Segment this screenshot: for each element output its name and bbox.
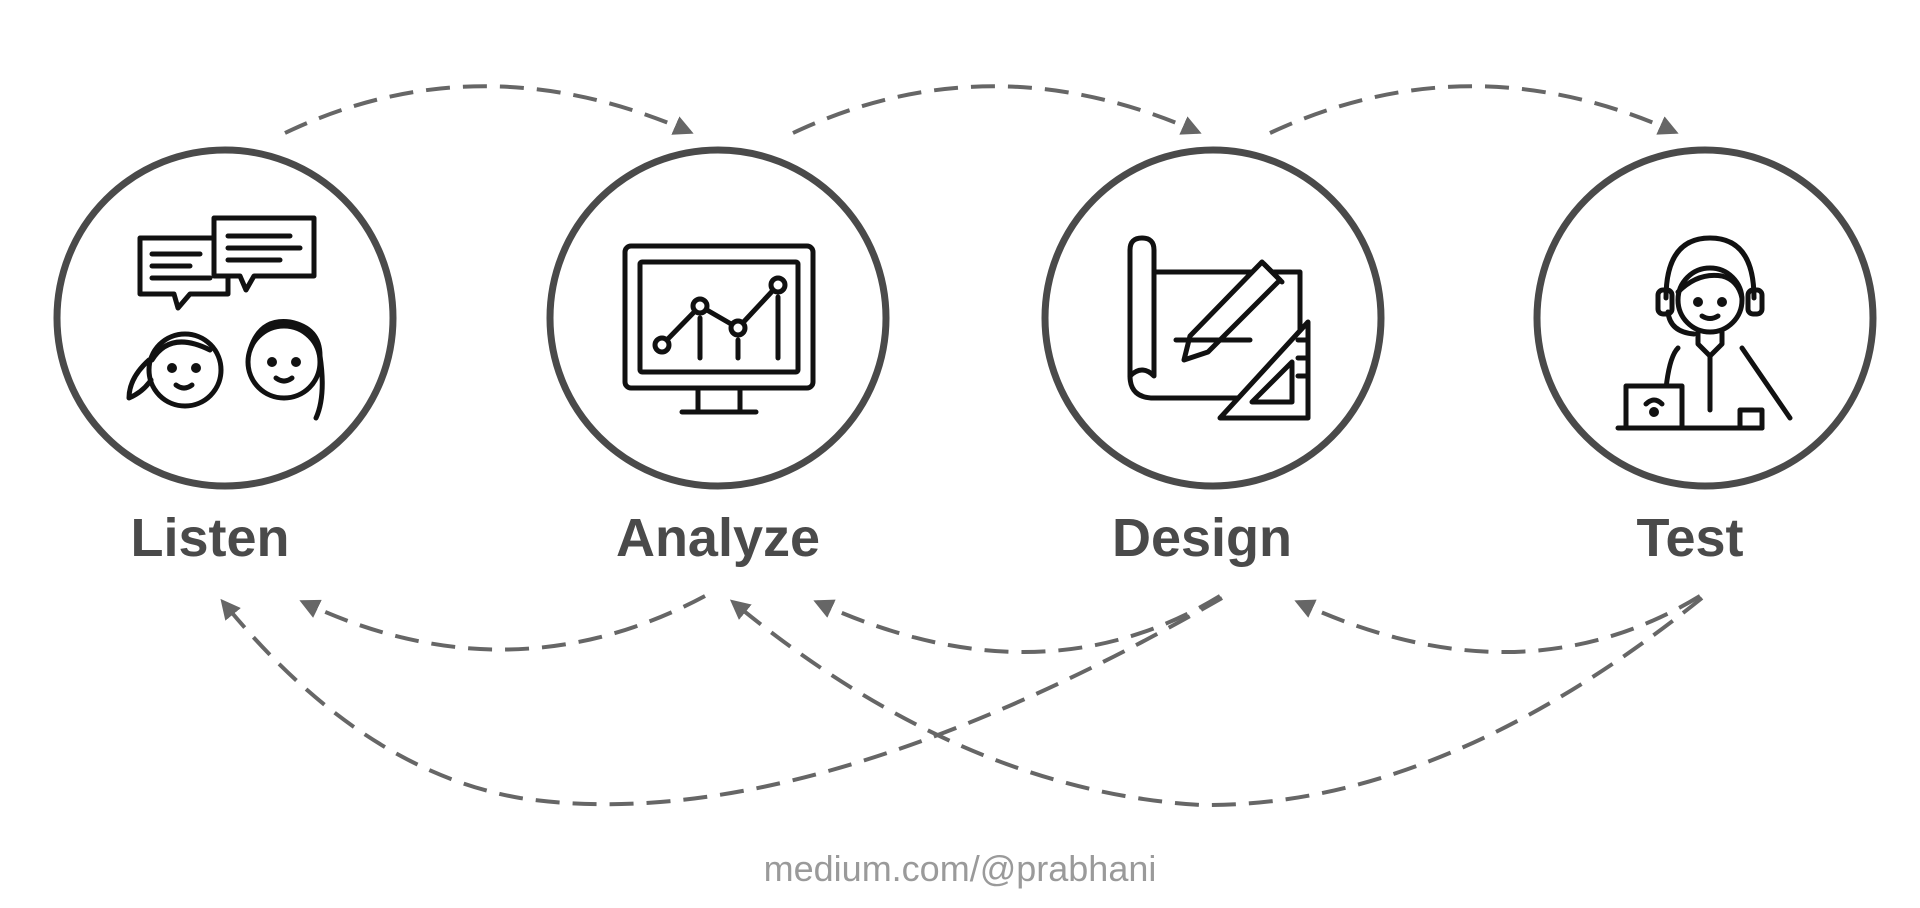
arrow-listen-to-analyze <box>284 84 694 135</box>
conversation-icon <box>126 215 325 421</box>
arrow-design-to-analyze <box>813 594 1222 655</box>
arrow-test-to-design <box>1294 594 1702 655</box>
arrow-test-to-analyze <box>729 596 1704 808</box>
arrow-design-to-listen <box>220 596 1223 807</box>
stage-circles <box>53 146 1877 490</box>
listen-circle <box>53 146 397 490</box>
blueprint-pencil-icon <box>1127 235 1311 421</box>
stage-label-listen: Listen <box>130 508 289 568</box>
arrow-analyze-to-design <box>792 84 1202 135</box>
stage-label-design: Design <box>1112 508 1292 568</box>
analyze-circle <box>546 146 890 490</box>
footer-credit: medium.com/@prabhani <box>763 848 1157 889</box>
arrow-analyze-to-listen <box>299 594 706 652</box>
support-agent-laptop-icon <box>1615 235 1793 431</box>
backward-arrows <box>220 594 1704 808</box>
monitor-chart-icon <box>622 243 816 415</box>
stage-label-analyze: Analyze <box>616 508 820 568</box>
arrow-design-to-test <box>1269 84 1679 135</box>
design-circle <box>1041 146 1385 490</box>
test-circle <box>1533 146 1877 490</box>
forward-arrows <box>284 84 1679 135</box>
stage-label-test: Test <box>1636 508 1743 568</box>
